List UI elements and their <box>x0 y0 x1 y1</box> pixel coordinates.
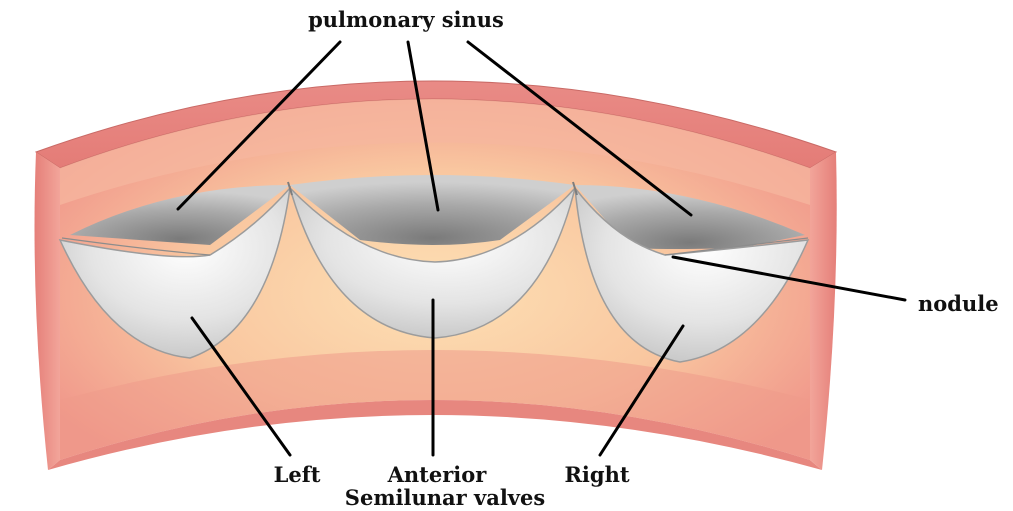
label-right: Right <box>564 462 629 487</box>
label-left: Left <box>274 462 321 487</box>
wall-left-side <box>35 152 61 470</box>
wall-right-side <box>810 152 837 470</box>
label-pulmonary-sinus: pulmonary sinus <box>308 7 504 32</box>
label-semilunar-valves: Semilunar valves <box>345 485 545 510</box>
label-anterior: Anterior <box>387 462 488 487</box>
label-nodule: nodule <box>918 291 999 316</box>
